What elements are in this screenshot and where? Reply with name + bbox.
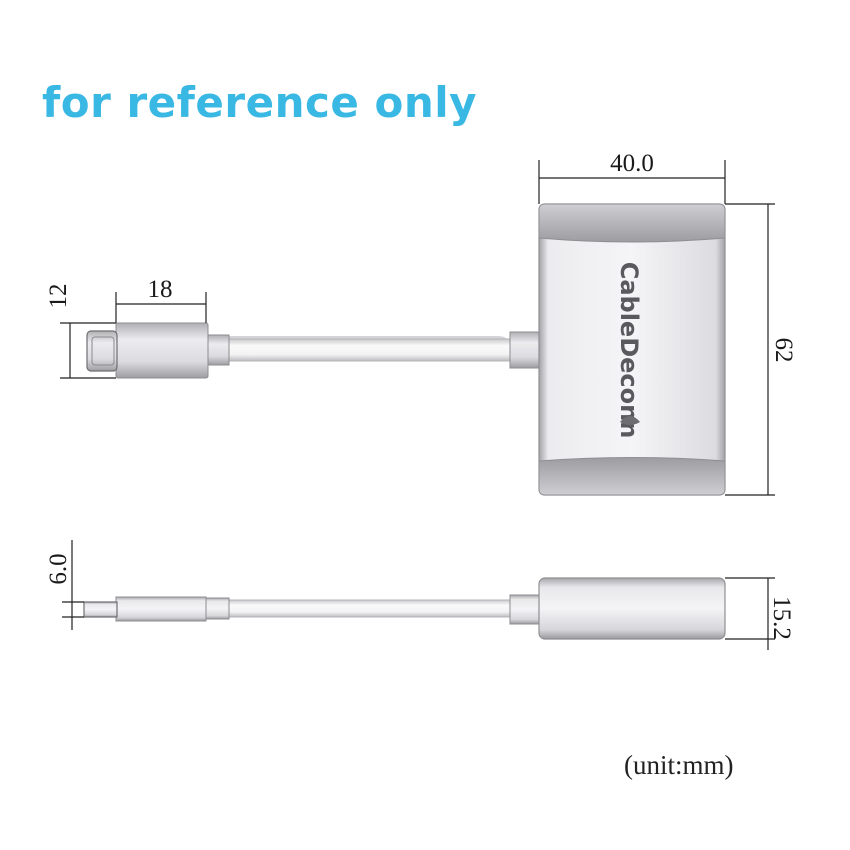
hub-neck	[509, 331, 542, 369]
cable	[227, 338, 511, 362]
hub-neck	[509, 594, 541, 625]
plug-housing	[115, 596, 207, 622]
hub-bottom-cap	[538, 457, 726, 496]
body-thickness-dimension: 15.2	[768, 596, 795, 640]
usb-c-tip	[83, 601, 118, 618]
cable	[227, 599, 513, 618]
plug-width-dimension: 12	[45, 284, 72, 309]
unit-note: (unit:mm)	[624, 750, 734, 780]
width-dimension: 40.0	[610, 150, 654, 177]
hub-body	[538, 577, 726, 640]
height-dimension: 62	[770, 338, 797, 363]
plug-housing	[115, 322, 209, 379]
strain-relief	[204, 597, 230, 620]
leaf-icon	[620, 416, 640, 425]
usb-c-tip	[86, 330, 118, 372]
plug-length-dimension: 18	[148, 276, 173, 303]
strain-relief	[206, 334, 230, 366]
dimension-lines	[60, 160, 775, 650]
hub-top-cap	[538, 203, 726, 243]
reference-heading: for reference only	[42, 78, 478, 127]
side-view	[83, 577, 726, 640]
top-view: CableDeconn	[86, 203, 726, 496]
brand-logo: CableDeconn	[615, 262, 643, 439]
plug-thickness-dimension: 6.0	[45, 553, 72, 584]
